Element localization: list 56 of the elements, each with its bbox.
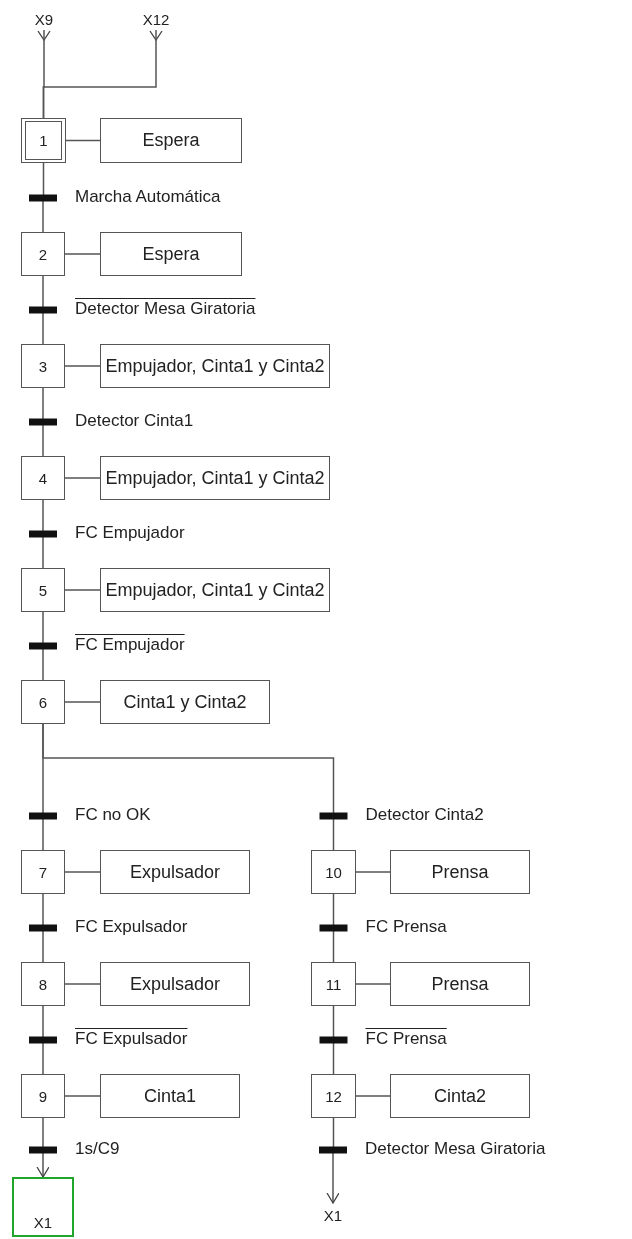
jump-label: X1 — [318, 1203, 348, 1227]
action-link-line — [64, 1095, 101, 1097]
transition-connector — [319, 1005, 348, 1075]
transition-condition: FC Expulsador — [74, 1029, 189, 1049]
jump-label: X12 — [141, 8, 171, 30]
step-box: 3 — [21, 344, 65, 388]
action-box: Cinta2 — [390, 1074, 530, 1118]
step-box: 4 — [21, 456, 65, 500]
action-box: Expulsador — [100, 850, 250, 894]
action-link-line — [64, 701, 101, 703]
transition-connector — [29, 499, 57, 569]
step-box: 10 — [311, 850, 356, 894]
transition-connector — [29, 387, 57, 457]
transition-connector — [319, 893, 348, 963]
transition-connector — [29, 1117, 57, 1178]
transition-connector — [29, 611, 57, 681]
action-box: Prensa — [390, 962, 530, 1006]
action-link-line — [355, 871, 391, 873]
step-box: 11 — [311, 962, 356, 1006]
action-box: Prensa — [390, 850, 530, 894]
action-link-line — [355, 983, 391, 985]
transition-condition: FC Expulsador — [74, 917, 189, 937]
transition-connector — [29, 275, 57, 345]
action-link-line — [355, 1095, 391, 1097]
action-link-line — [64, 983, 101, 985]
action-box: Expulsador — [100, 962, 250, 1006]
transition-condition: FC Empujador — [74, 635, 186, 655]
action-link-line — [64, 365, 101, 367]
action-box: Empujador, Cinta1 y Cinta2 — [100, 344, 330, 388]
highlighted-jump-box: X1 — [12, 1177, 74, 1237]
jump-label: X9 — [31, 8, 57, 30]
step-box: 9 — [21, 1074, 65, 1118]
action-box: Empujador, Cinta1 y Cinta2 — [100, 568, 330, 612]
step-box: 7 — [21, 850, 65, 894]
action-link-line — [64, 871, 101, 873]
action-link-line — [64, 253, 101, 255]
transition-condition: FC Empujador — [74, 523, 186, 543]
transition-connector — [29, 162, 57, 233]
step-box: 5 — [21, 568, 65, 612]
action-box: Cinta1 y Cinta2 — [100, 680, 270, 724]
step-box: 6 — [21, 680, 65, 724]
step-box: 8 — [21, 962, 65, 1006]
action-box: Cinta1 — [100, 1074, 240, 1118]
action-link-line — [64, 589, 101, 591]
transition-connector — [29, 893, 57, 963]
step-box: 12 — [311, 1074, 356, 1118]
initial-step-box: 1 — [21, 118, 66, 163]
transition-connector — [42, 723, 348, 851]
action-link-line — [65, 139, 101, 142]
action-box: Empujador, Cinta1 y Cinta2 — [100, 456, 330, 500]
action-box: Espera — [100, 118, 242, 163]
action-link-line — [64, 477, 101, 479]
transition-connector — [319, 1117, 347, 1204]
action-box: Espera — [100, 232, 242, 276]
step-box: 2 — [21, 232, 65, 276]
transition-connector — [29, 1005, 57, 1075]
